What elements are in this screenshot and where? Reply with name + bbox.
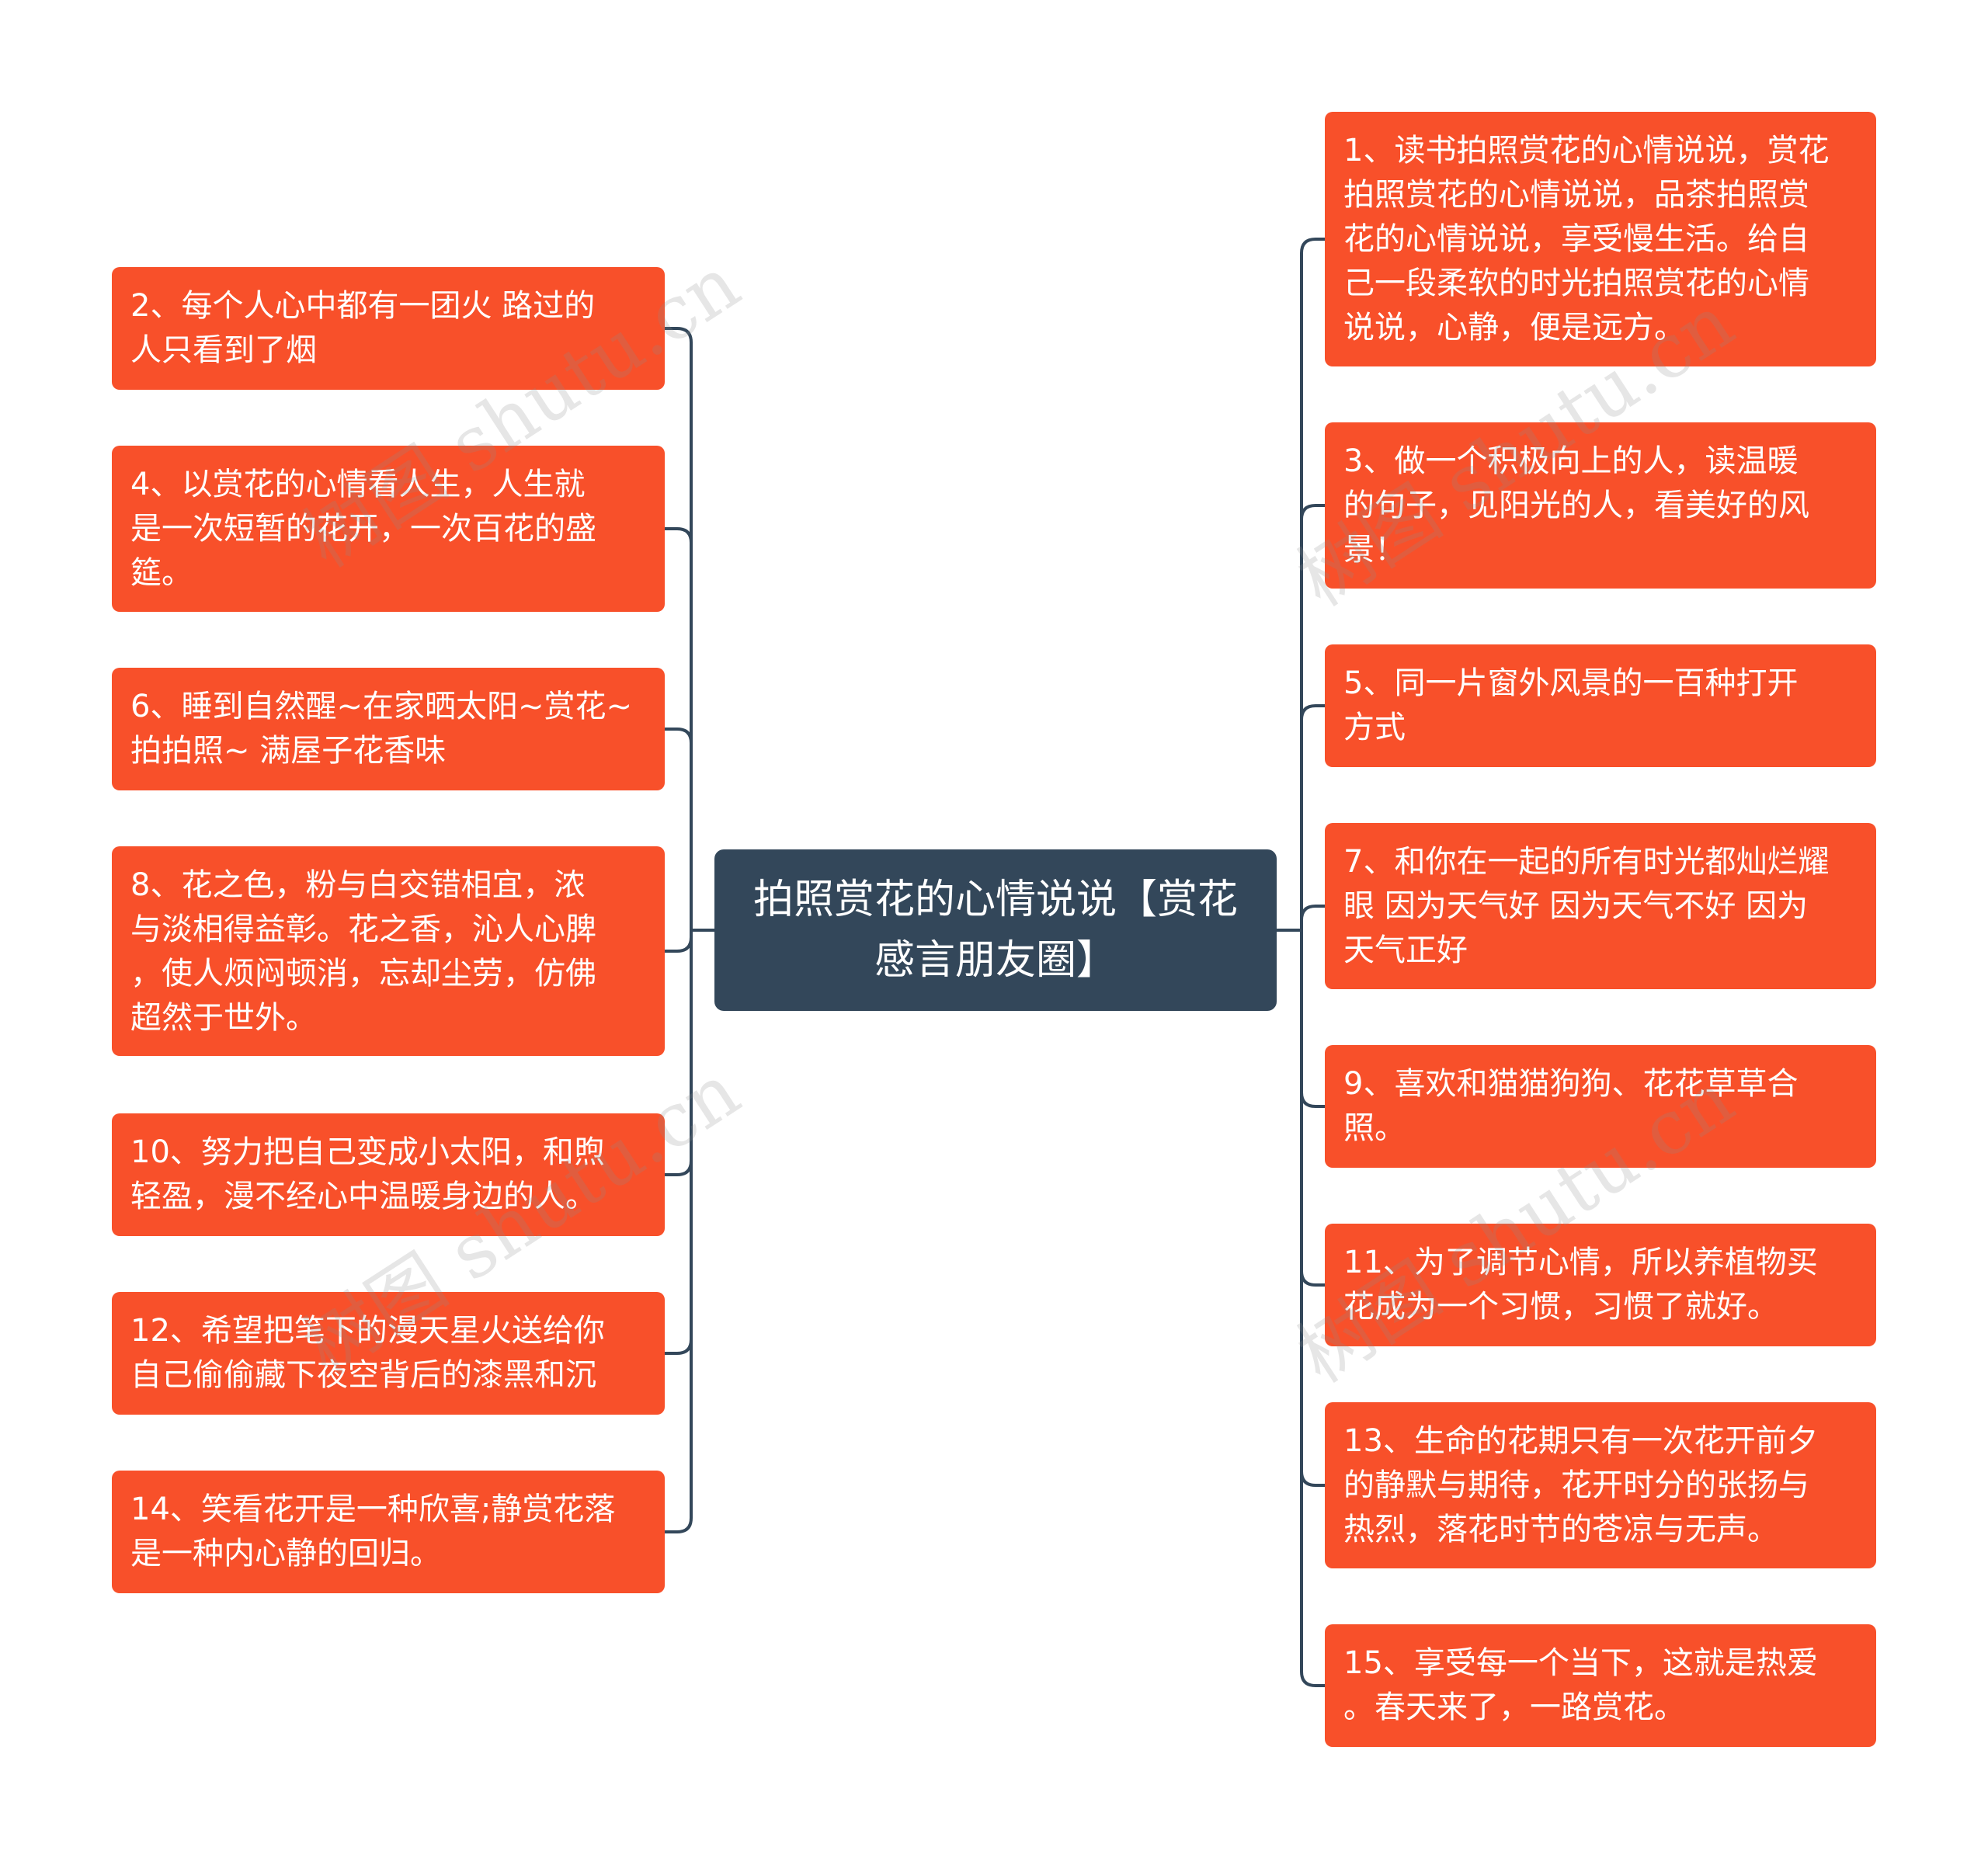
- connector-right-3: [1300, 905, 1325, 930]
- connector-right-4: [1300, 930, 1325, 1108]
- central-topic[interactable]: 拍照赏花的心情说说【赏花感言朋友圈】: [714, 849, 1277, 1011]
- connector-left-1: [665, 527, 693, 930]
- branch-node-7[interactable]: 7、和你在一起的所有时光都灿烂耀 眼 因为天气好 因为天气不好 因为 天气正好: [1325, 823, 1876, 989]
- branch-node-13[interactable]: 13、生命的花期只有一次花开前夕 的静默与期待，花开时分的张扬与 热烈，落花时节…: [1325, 1402, 1876, 1568]
- branch-node-1[interactable]: 1、读书拍照赏花的心情说说，赏花 拍照赏花的心情说说，品茶拍照赏 花的心情说说，…: [1325, 112, 1876, 366]
- connector-left-6: [665, 930, 693, 1533]
- branch-node-8[interactable]: 8、花之色，粉与白交错相宜，浓 与淡相得益彰。花之香，沁人心脾 ，使人烦闷顿消，…: [112, 846, 665, 1056]
- branch-node-9[interactable]: 9、喜欢和猫猫狗狗、花花草草合 照。: [1325, 1045, 1876, 1168]
- branch-node-5[interactable]: 5、同一片窗外风景的一百种打开 方式: [1325, 644, 1876, 767]
- branch-node-6[interactable]: 6、睡到自然醒~在家晒太阳~赏花~ 拍拍照~ 满屋子花香味: [112, 668, 665, 790]
- connector-right-0: [1300, 238, 1325, 930]
- connector-right-7: [1300, 930, 1325, 1687]
- branch-node-2[interactable]: 2、每个人心中都有一团火 路过的 人只看到了烟: [112, 267, 665, 390]
- connector-right-1: [1300, 504, 1325, 930]
- branch-node-11[interactable]: 11、为了调节心情，所以养植物买 花成为一个习惯，习惯了就好。: [1325, 1224, 1876, 1346]
- branch-node-14[interactable]: 14、笑看花开是一种欣喜;静赏花落 是一种内心静的回归。: [112, 1471, 665, 1593]
- branch-node-3[interactable]: 3、做一个积极向上的人，读温暖 的句子，见阳光的人，看美好的风 景！: [1325, 422, 1876, 589]
- connector-left-2: [665, 728, 693, 930]
- connector-right-2: [1300, 704, 1325, 930]
- connector-right-6: [1300, 930, 1325, 1487]
- branch-node-4[interactable]: 4、以赏花的心情看人生，人生就 是一次短暂的花开，一次百花的盛 筵。: [112, 446, 665, 612]
- connector-left-0: [665, 327, 693, 930]
- connector-left-3: [665, 930, 693, 953]
- branch-node-12[interactable]: 12、希望把笔下的漫天星火送给你 自己偷偷藏下夜空背后的漆黑和沉: [112, 1292, 665, 1415]
- branch-node-15[interactable]: 15、享受每一个当下，这就是热爱 。春天来了，一路赏花。: [1325, 1624, 1876, 1747]
- branch-node-10[interactable]: 10、努力把自己变成小太阳，和煦 轻盈，漫不经心中温暖身边的人。: [112, 1113, 665, 1236]
